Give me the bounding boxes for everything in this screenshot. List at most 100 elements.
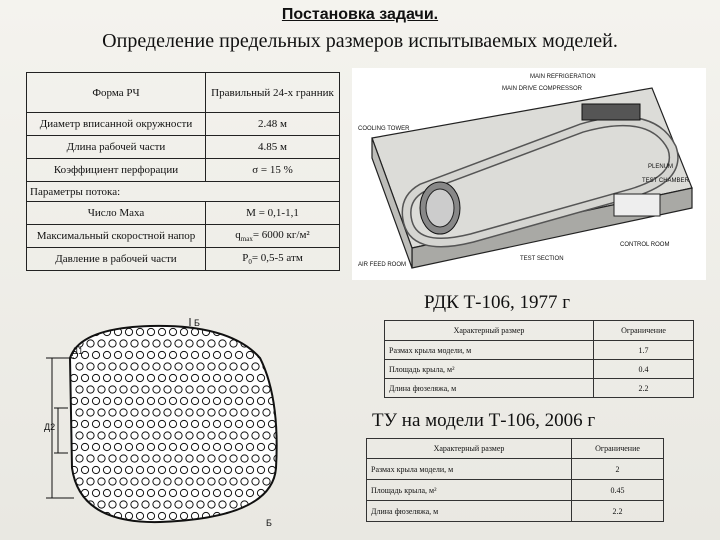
flow-label: Число Маха bbox=[26, 201, 206, 225]
perforation-hole bbox=[279, 351, 286, 358]
param-label: Длина рабочей части bbox=[26, 135, 206, 159]
perforation-hole bbox=[174, 385, 183, 394]
flow-header-row: Параметры потока: bbox=[26, 181, 340, 202]
perforation-hole bbox=[201, 488, 211, 498]
perforation-hole bbox=[223, 465, 233, 475]
perforation-hole bbox=[141, 385, 150, 394]
perforation-hole bbox=[152, 385, 161, 394]
perforation-hole bbox=[168, 327, 178, 337]
perforation-hole bbox=[201, 350, 211, 360]
perforation-hole bbox=[256, 373, 266, 383]
label-plenum: PLENUM bbox=[648, 164, 673, 170]
perforation-hole bbox=[70, 327, 79, 337]
table-row: Размах крыла модели, м 2 bbox=[366, 458, 664, 480]
table-cell: 0.45 bbox=[571, 479, 664, 501]
perforation-hole bbox=[279, 512, 286, 519]
perforation-hole bbox=[190, 350, 200, 360]
perforation-hole bbox=[218, 500, 227, 509]
perforation-hole bbox=[245, 465, 255, 475]
perforation-hole bbox=[152, 408, 161, 417]
perforation-hole bbox=[86, 385, 95, 394]
perforation-hole bbox=[124, 373, 134, 383]
perforation-hole bbox=[256, 442, 266, 452]
perforation-hole bbox=[108, 362, 117, 371]
perforation-hole bbox=[113, 465, 123, 475]
label-air-feed-room: AIR FEED ROOM bbox=[358, 262, 406, 268]
param-value: σ = 15 % bbox=[205, 158, 340, 182]
table-cell: 2 bbox=[571, 458, 664, 480]
table-row: Длина фюзеляжа, м 2.2 bbox=[366, 500, 664, 522]
perforation-hole bbox=[234, 350, 244, 360]
perforation-hole bbox=[207, 454, 216, 463]
perforation-hole bbox=[135, 327, 145, 337]
perforation-hole bbox=[135, 442, 145, 452]
perforation-hole bbox=[279, 397, 286, 404]
perforation-hole bbox=[168, 396, 178, 406]
table-cell: Размах крыла модели, м bbox=[384, 340, 594, 360]
perforation-hole bbox=[285, 478, 292, 485]
perforation-hole bbox=[163, 408, 172, 417]
perforation-hole bbox=[146, 488, 156, 498]
perforation-hole bbox=[91, 396, 101, 406]
label-control-room: CONTROL ROOM bbox=[620, 242, 669, 248]
perforation-hole bbox=[168, 419, 178, 429]
perforation-hole bbox=[245, 488, 255, 498]
perforation-hole bbox=[251, 477, 260, 486]
perforation-hole bbox=[256, 465, 266, 475]
param-value: 2.48 м bbox=[205, 112, 340, 136]
flow-value: М = 0,1-1,1 bbox=[205, 201, 340, 225]
perforation-hole bbox=[190, 465, 200, 475]
perforation-hole bbox=[97, 477, 106, 486]
perforation-hole bbox=[168, 488, 178, 498]
perforation-hole bbox=[91, 419, 101, 429]
perforation-hole bbox=[119, 362, 128, 371]
perforation-hole bbox=[185, 477, 194, 486]
perforation-hole bbox=[80, 350, 90, 360]
perforation-hole bbox=[75, 408, 84, 417]
table-header-row: Характерный размер Ограничение bbox=[384, 320, 694, 341]
perforation-hole bbox=[185, 362, 194, 371]
perforation-hole bbox=[179, 442, 189, 452]
table-cell: 0.4 bbox=[593, 359, 694, 379]
label-main-drive-compressor: MAIN DRIVE COMPRESSOR bbox=[502, 86, 583, 92]
perforation-hole bbox=[102, 419, 112, 429]
perforation-hole bbox=[229, 454, 238, 463]
perforation-hole bbox=[130, 385, 139, 394]
perforation-hole bbox=[273, 477, 277, 486]
perforation-hole bbox=[91, 350, 101, 360]
perforation-hole bbox=[179, 327, 189, 337]
perforation-hole bbox=[146, 350, 156, 360]
table-row: Длина фюзеляжа, м 2.2 bbox=[384, 378, 694, 398]
perforation-hole bbox=[207, 431, 216, 440]
table-cell: 1.7 bbox=[593, 340, 694, 360]
perforation-hole bbox=[196, 431, 205, 440]
perforation-hole bbox=[75, 431, 84, 440]
perforation-hole bbox=[168, 442, 178, 452]
perforation-hole bbox=[119, 408, 128, 417]
perforation-hole bbox=[113, 373, 123, 383]
perforation-hole bbox=[207, 477, 216, 486]
param-label: Диаметр вписанной окружности bbox=[26, 112, 206, 136]
perforation-hole bbox=[86, 477, 95, 486]
perforation-hole bbox=[262, 454, 271, 463]
perforation-hole bbox=[91, 442, 101, 452]
perforation-hole bbox=[279, 443, 286, 450]
perforation-hole bbox=[102, 350, 112, 360]
label-test-section: TEST SECTION bbox=[520, 256, 564, 262]
perforation-hole bbox=[262, 339, 271, 348]
perforation-hole bbox=[285, 432, 292, 439]
perforation-hole bbox=[80, 327, 90, 337]
perforation-hole bbox=[196, 362, 205, 371]
column-header: Характерный размер bbox=[384, 320, 594, 341]
perforation-hole bbox=[163, 362, 172, 371]
perforation-hole bbox=[97, 339, 106, 348]
perforation-hole bbox=[135, 488, 145, 498]
perforation-hole bbox=[124, 488, 134, 498]
perforation-hole bbox=[97, 408, 106, 417]
perforation-hole bbox=[279, 466, 286, 473]
perforation-hole bbox=[245, 373, 255, 383]
perforation-hole bbox=[267, 488, 277, 498]
perforation-hole bbox=[185, 385, 194, 394]
flow-value: qmax= 6000 кг/м² bbox=[205, 224, 340, 248]
perforation-hole bbox=[256, 419, 266, 429]
